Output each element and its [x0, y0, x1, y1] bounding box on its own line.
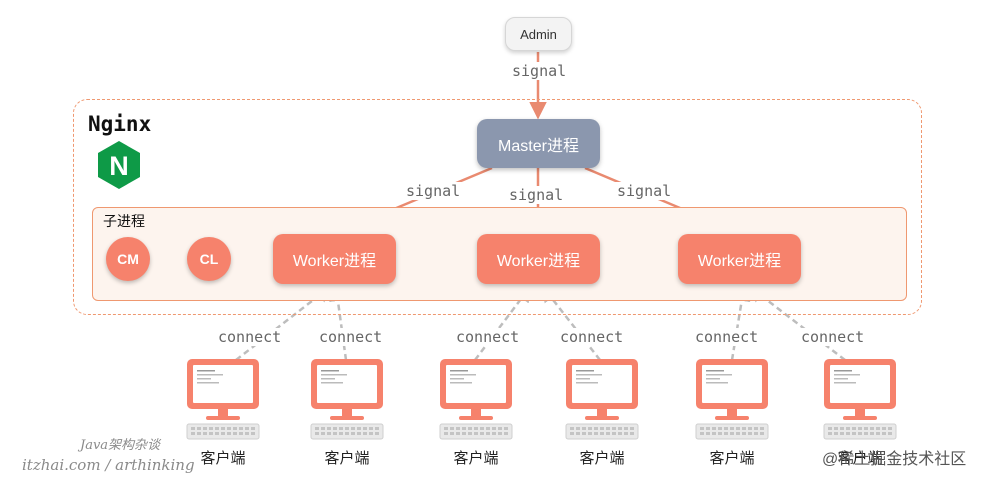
child-process-label: 子进程 — [103, 213, 145, 229]
connect-label-4: connect — [557, 328, 627, 346]
client-label: 客户端 — [579, 450, 625, 467]
computer-icon — [823, 359, 897, 440]
connect-label-6: connect — [798, 328, 868, 346]
worker-process-node-2: Worker进程 — [477, 234, 600, 284]
cl-process-node: CL — [187, 237, 231, 281]
client-label: 客户端 — [837, 450, 883, 467]
client-4-connect-line — [540, 284, 601, 361]
computer-icon — [565, 359, 639, 440]
worker-process-node-1: Worker进程 — [273, 234, 396, 284]
watermark-url: itzhai.com / arthinking — [22, 456, 195, 474]
client-label: 客户端 — [324, 450, 370, 467]
watermark-site: @稀土掘金技术社区 — [822, 451, 967, 468]
nginx-logo-letter: N — [109, 151, 129, 181]
computer-icon — [310, 359, 384, 440]
worker-process-node-3: Worker进程 — [678, 234, 801, 284]
connect-label-1: connect — [215, 328, 285, 346]
connect-label-5: connect — [692, 328, 762, 346]
nginx-logo-icon: N — [98, 141, 140, 189]
signal-label-worker-3: signal — [614, 182, 675, 200]
computer-icon — [439, 359, 513, 440]
cm-process-node: CM — [106, 237, 150, 281]
admin-node: Admin — [505, 17, 572, 51]
nginx-boundary — [73, 99, 922, 315]
client-label: 客户端 — [453, 450, 499, 467]
client-label: 客户端 — [200, 450, 246, 467]
computer-icon — [695, 359, 769, 440]
signal-label-worker-2: signal — [506, 186, 567, 204]
client-label: 客户端 — [709, 450, 755, 467]
connect-label-3: connect — [453, 328, 523, 346]
signal-label-worker-1: signal — [403, 182, 464, 200]
signal-label-admin: signal — [509, 62, 570, 80]
master-process-node: Master进程 — [477, 119, 600, 168]
nginx-title: Nginx — [88, 112, 152, 136]
client-3-connect-line — [474, 284, 533, 361]
computer-icon — [186, 359, 260, 440]
connect-label-2: connect — [316, 328, 386, 346]
watermark-brand: Java架构杂谈 — [80, 438, 161, 453]
